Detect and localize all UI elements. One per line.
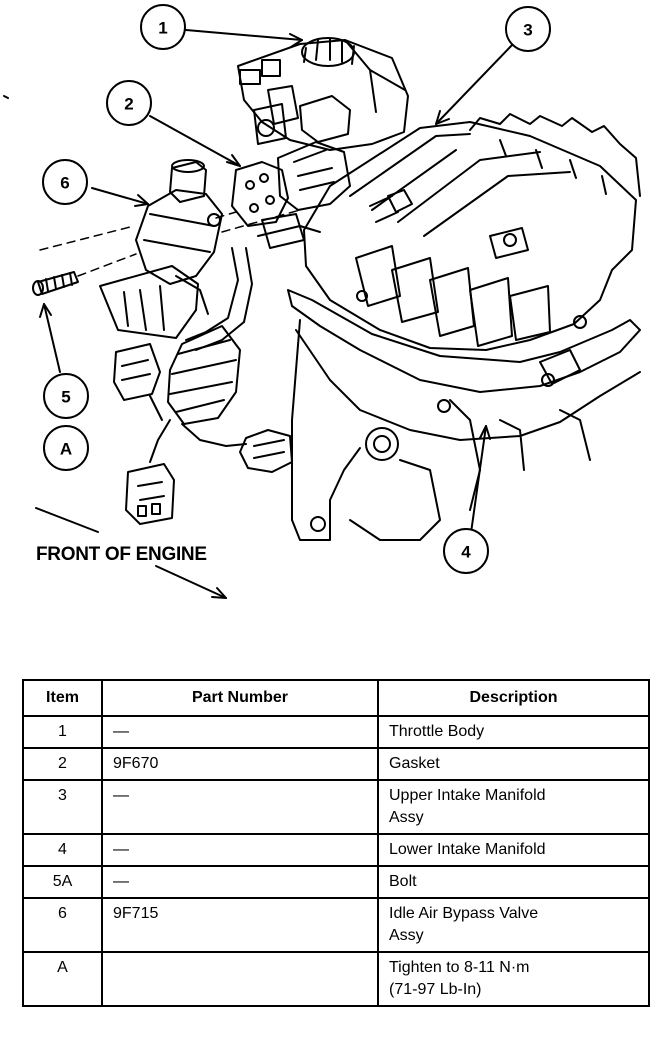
upper-intake-manifold-drawing	[303, 113, 641, 351]
cell-part-number: —	[101, 865, 379, 899]
callout-1-label: 1	[158, 19, 167, 38]
throttle-body-drawing	[237, 37, 409, 151]
table-row: 1 — Throttle Body	[22, 715, 650, 749]
idle-air-bypass-valve-drawing	[99, 159, 223, 339]
table-row: 5A — Bolt	[22, 865, 650, 899]
cell-item: 6	[22, 897, 103, 953]
callout-5-label: 5	[61, 388, 70, 407]
header-part-number: Part Number	[101, 679, 379, 717]
description-line: Throttle Body	[389, 723, 485, 740]
cell-description: Gasket	[377, 747, 650, 781]
cell-item: 5A	[22, 865, 103, 899]
callout-a-circle	[43, 425, 89, 471]
cell-description: Tighten to 8-11 N·m (71-97 Lb-In)	[377, 951, 650, 1007]
lower-intake-manifold-drawing	[287, 289, 641, 541]
cell-part-number: —	[101, 715, 379, 749]
callout-6-label: 6	[60, 174, 69, 193]
cell-part-number: —	[101, 779, 379, 835]
table-row: 4 — Lower Intake Manifold	[22, 833, 650, 867]
description-line: Gasket	[389, 755, 440, 772]
callout-3-label: 3	[523, 21, 532, 40]
header-item: Item	[22, 679, 103, 717]
callout-2-circle	[106, 80, 152, 126]
cell-description: Throttle Body	[377, 715, 650, 749]
alignment-lines	[39, 209, 301, 277]
cell-part-number: 9F715	[101, 897, 379, 953]
parts-table: Item Part Number Description 1 — Throttl…	[22, 679, 650, 1007]
table-row: A Tighten to 8-11 N·m (71-97 Lb-In)	[22, 951, 650, 1007]
cell-description: Lower Intake Manifold	[377, 833, 650, 867]
description-line: Assy	[389, 927, 424, 944]
table-header-row: Item Part Number Description	[22, 679, 650, 717]
cell-description: Bolt	[377, 865, 650, 899]
callout-4-circle	[443, 528, 489, 574]
bolt-drawing	[32, 271, 79, 296]
cell-item: A	[22, 951, 103, 1007]
description-line: (71-97 Lb-In)	[389, 981, 482, 998]
callout-5-circle	[43, 373, 89, 419]
sensor-drawing	[277, 141, 351, 211]
callout-4-label: 4	[461, 543, 471, 562]
callout-3-circle	[505, 6, 551, 52]
callout-1-circle	[140, 4, 186, 50]
callout-a-label: A	[60, 440, 72, 459]
description-line: Bolt	[389, 873, 417, 890]
cell-item: 1	[22, 715, 103, 749]
cell-item: 2	[22, 747, 103, 781]
callout-6-circle	[42, 159, 88, 205]
callout-2-label: 2	[124, 95, 133, 114]
wiring-harness-drawing	[113, 213, 321, 525]
cell-part-number	[101, 951, 379, 1007]
table-row: 2 9F670 Gasket	[22, 747, 650, 781]
leader-lines	[3, 29, 514, 599]
cell-part-number: —	[101, 833, 379, 867]
description-line: Upper Intake Manifold	[389, 787, 546, 804]
gasket-drawing	[231, 161, 289, 227]
header-description: Description	[377, 679, 650, 717]
description-line: Tighten to 8-11 N·m	[389, 959, 530, 976]
cell-item: 4	[22, 833, 103, 867]
cell-item: 3	[22, 779, 103, 835]
front-of-engine-label: FRONT OF ENGINE	[36, 544, 207, 565]
description-line: Lower Intake Manifold	[389, 841, 546, 858]
cell-part-number: 9F670	[101, 747, 379, 781]
description-line: Assy	[389, 809, 424, 826]
description-line: Idle Air Bypass Valve	[389, 905, 539, 922]
engine-exploded-diagram: 1 2 3 4 5 A 6 FRONT OF ENGINE	[3, 4, 641, 599]
